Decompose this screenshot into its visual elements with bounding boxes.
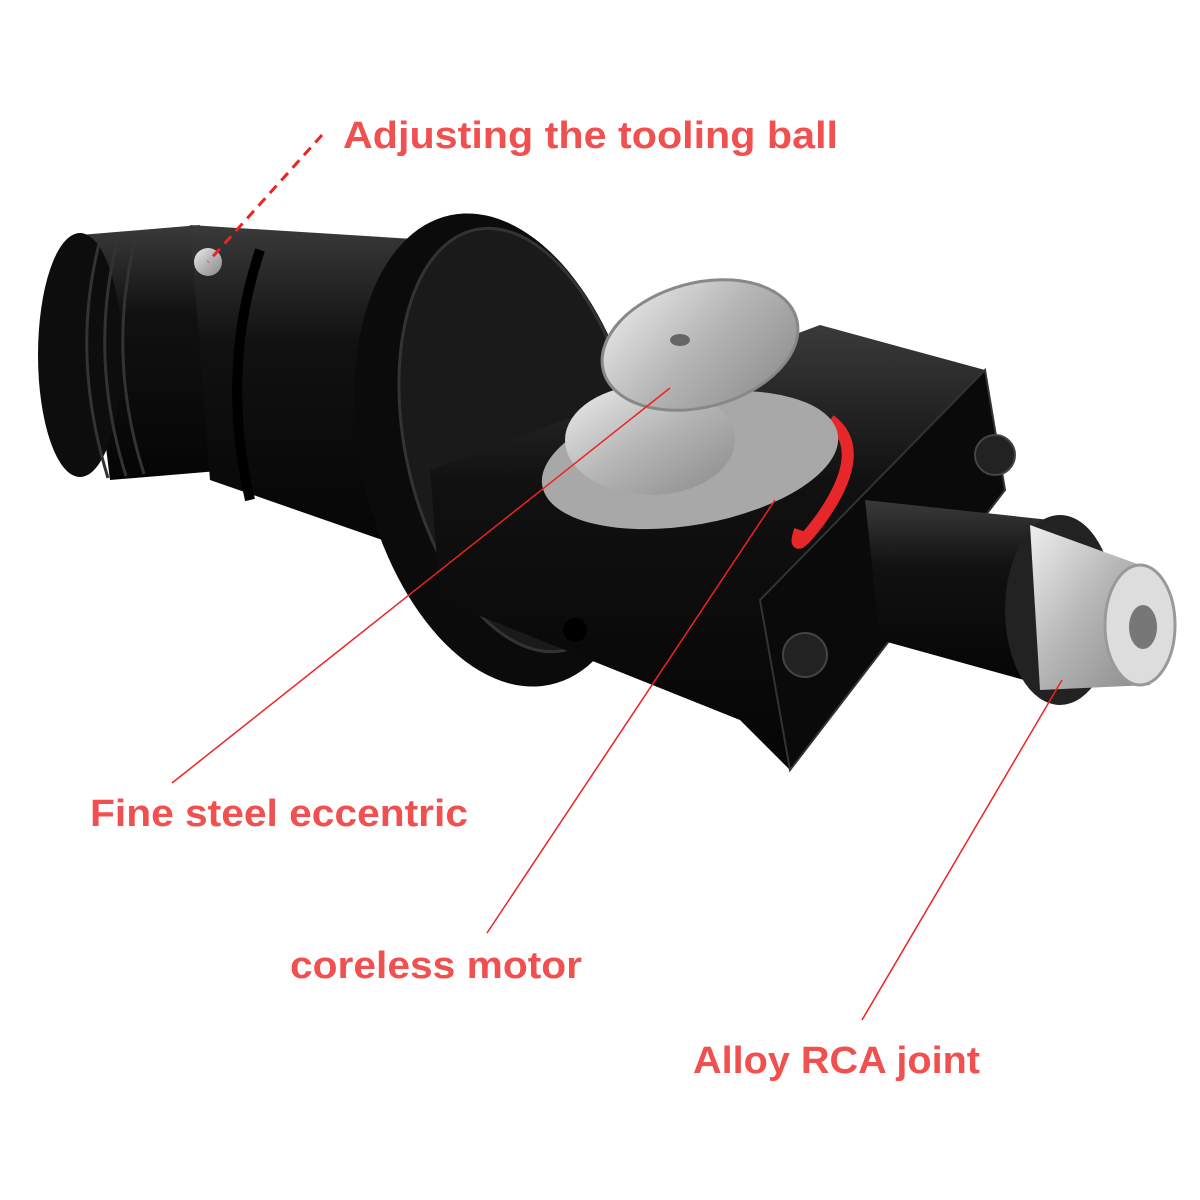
leader-rca [861, 679, 1063, 1021]
left-threaded-end [38, 225, 230, 480]
label-rca: Alloy RCA joint [693, 1040, 980, 1082]
hex-screw [782, 632, 828, 678]
hex-screw [974, 434, 1016, 476]
leader-lines [171, 133, 1063, 1021]
rca-joint [865, 500, 1177, 705]
leader-eccentric [171, 387, 671, 784]
threaded-hole [563, 618, 587, 642]
leader-motor [486, 499, 776, 934]
leader-tooling-ball [206, 133, 324, 264]
steel-eccentric [541, 278, 839, 530]
label-eccentric: Fine steel eccentric [90, 793, 468, 835]
motor-wires [791, 415, 854, 549]
label-tooling-ball: Adjusting the tooling ball [343, 115, 838, 157]
label-motor: coreless motor [290, 945, 582, 987]
